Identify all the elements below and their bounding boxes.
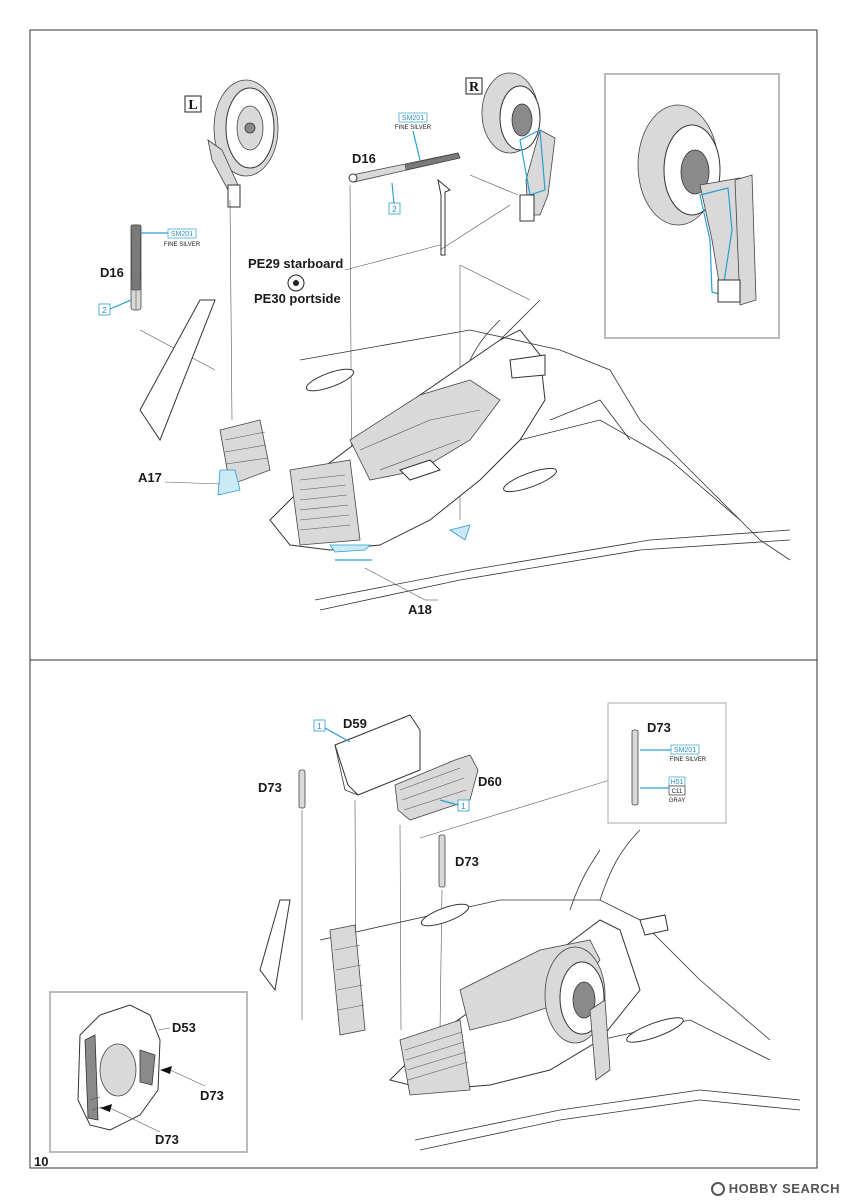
step-ref-d59: 1 bbox=[317, 722, 322, 731]
watermark: HOBBY SEARCH bbox=[710, 1181, 840, 1196]
part-label-d60: D60 bbox=[478, 774, 502, 789]
part-label-a17: A17 bbox=[138, 470, 162, 485]
page-frame bbox=[29, 29, 818, 1169]
part-label-d16-right: D16 bbox=[352, 151, 376, 166]
paint-name-left: FINE SILVER bbox=[164, 242, 201, 248]
part-label-d73-mid: D73 bbox=[455, 854, 479, 869]
paint-tag-right bbox=[398, 112, 428, 123]
page-number: 10 bbox=[34, 1154, 48, 1169]
part-label-d73-left: D73 bbox=[258, 780, 282, 795]
step-ref-box-right bbox=[388, 202, 401, 215]
inset-paint1-name: FINE SILVER bbox=[670, 757, 707, 763]
inset-paint1-code: SM201 bbox=[674, 747, 696, 754]
fuselage-wing-top bbox=[139, 299, 791, 611]
side-left-box bbox=[184, 95, 202, 113]
watermark-logo-icon bbox=[710, 1182, 725, 1196]
step-ref-box-d60 bbox=[457, 799, 470, 812]
paint-code-left: SM201 bbox=[171, 231, 193, 238]
inset-d73-rod bbox=[631, 729, 639, 806]
watermark-text: HOBBY SEARCH bbox=[728, 1181, 840, 1196]
pe-part bbox=[437, 178, 451, 256]
rod-d73-mid bbox=[438, 834, 446, 888]
side-right-label: R bbox=[469, 80, 480, 95]
inset-d73-label: D73 bbox=[647, 720, 671, 735]
left-wheel-assembly bbox=[207, 79, 279, 208]
inset-paint2-code2: C11 bbox=[672, 789, 683, 795]
part-label-a18: A18 bbox=[408, 602, 432, 617]
left-strut-rod bbox=[130, 224, 142, 311]
right-wheel-assembly bbox=[481, 72, 556, 222]
step-ref-box-d59 bbox=[313, 719, 326, 732]
step-ref-right: 2 bbox=[392, 205, 397, 214]
inset-wheel-drawing bbox=[637, 104, 757, 306]
rod-d73-left bbox=[298, 769, 306, 809]
inset-paint2-code1: H51 bbox=[671, 779, 684, 786]
detail-label-d73-b: D73 bbox=[155, 1132, 179, 1147]
paint-code-right: SM201 bbox=[402, 115, 424, 122]
pe-starboard-label: PE29 starboard bbox=[248, 256, 343, 271]
step-ref-box-left bbox=[98, 303, 111, 316]
right-strut-rod bbox=[348, 152, 461, 183]
inset-paint2-tag2 bbox=[668, 785, 686, 796]
part-label-d59: D59 bbox=[343, 716, 367, 731]
side-right-box bbox=[465, 77, 483, 95]
step-ref-left: 2 bbox=[102, 306, 107, 315]
step-ref-d60: 1 bbox=[461, 802, 466, 811]
part-d59 bbox=[334, 714, 421, 796]
step-top: L R SM201 FINE SILVER D16 2 bbox=[98, 72, 791, 617]
part-label-d16-left: D16 bbox=[100, 265, 124, 280]
side-left-label: L bbox=[188, 98, 197, 113]
step-bottom: 1 D59 D60 1 D73 D73 D73 SM201 bbox=[49, 702, 801, 1153]
inset-paint2-name: GRAY bbox=[669, 798, 686, 804]
pe-portside-label: PE30 portside bbox=[254, 291, 341, 306]
detail-label-d73-a: D73 bbox=[200, 1088, 224, 1103]
paint-name-right: FINE SILVER bbox=[395, 125, 432, 131]
inset-d73-paint bbox=[607, 702, 727, 824]
detail-label-d53: D53 bbox=[172, 1020, 196, 1035]
inset-door-drawing bbox=[77, 1004, 161, 1131]
fuselage-wing-bottom bbox=[259, 829, 801, 1151]
